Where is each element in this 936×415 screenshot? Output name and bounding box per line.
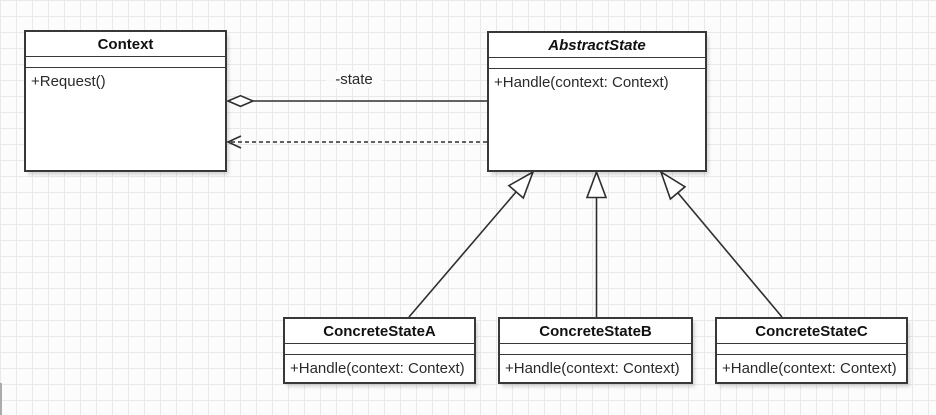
open-arrowhead-icon <box>226 135 242 149</box>
class-attributes-empty <box>489 58 705 69</box>
class-box-context[interactable]: Context +Request() <box>24 30 227 172</box>
class-methods: +Handle(context: Context) <box>489 69 705 93</box>
class-member: +Handle(context: Context) <box>290 360 465 377</box>
class-title: Context <box>26 32 225 57</box>
generalization-connector-b[interactable] <box>585 169 608 317</box>
class-box-concrete-state-c[interactable]: ConcreteStateC +Handle(context: Context) <box>715 317 908 384</box>
class-methods: +Request() <box>26 68 225 92</box>
class-member: +Handle(context: Context) <box>722 360 897 377</box>
hollow-triangle-arrowhead-icon <box>585 169 608 199</box>
class-member: +Handle(context: Context) <box>494 74 669 91</box>
class-box-concrete-state-b[interactable]: ConcreteStateB +Handle(context: Context) <box>498 317 693 384</box>
generalization-connector-a[interactable] <box>408 170 535 318</box>
class-title: AbstractState <box>489 33 705 58</box>
generalization-line-c[interactable] <box>677 192 783 318</box>
class-title: ConcreteStateB <box>500 319 691 344</box>
class-attributes-empty <box>500 344 691 355</box>
class-title: ConcreteStateA <box>285 319 474 344</box>
class-title: ConcreteStateC <box>717 319 906 344</box>
aggregation-connector-state[interactable] <box>225 94 487 108</box>
aggregation-diamond-icon <box>225 94 256 108</box>
hollow-triangle-arrowhead-icon <box>507 170 535 200</box>
class-attributes-empty <box>717 344 906 355</box>
class-methods: +Handle(context: Context) <box>717 355 906 379</box>
class-methods: +Handle(context: Context) <box>285 355 474 379</box>
dependency-connector[interactable] <box>226 135 487 149</box>
class-member: +Request() <box>31 73 106 90</box>
association-label-state[interactable]: -state <box>326 71 382 88</box>
class-attributes-empty <box>285 344 474 355</box>
generalization-connector-c[interactable] <box>659 170 783 318</box>
class-box-concrete-state-a[interactable]: ConcreteStateA +Handle(context: Context) <box>283 317 476 384</box>
hollow-triangle-arrowhead-icon <box>659 170 687 201</box>
class-attributes-empty <box>26 57 225 68</box>
class-member: +Handle(context: Context) <box>505 360 680 377</box>
left-edge-artifact <box>0 383 2 415</box>
generalization-line-a[interactable] <box>408 191 517 318</box>
class-methods: +Handle(context: Context) <box>500 355 691 379</box>
class-box-abstract-state[interactable]: AbstractState +Handle(context: Context) <box>487 31 707 172</box>
